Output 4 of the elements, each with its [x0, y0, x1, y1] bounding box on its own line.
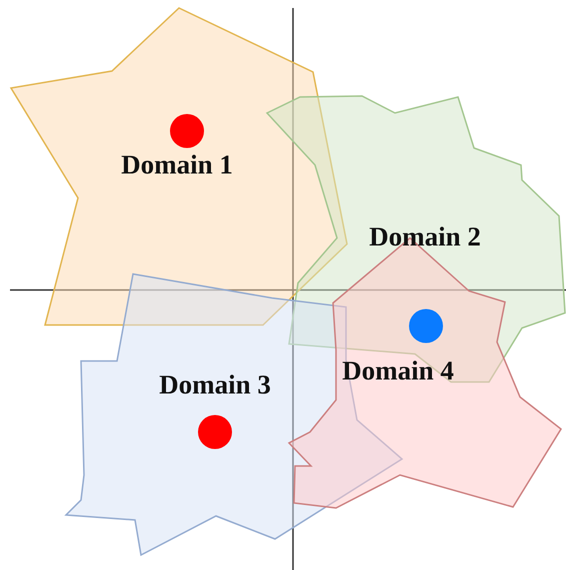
- domain-label: Domain 3: [159, 372, 271, 398]
- domain-label: Domain 1: [121, 152, 233, 178]
- domain-label: Domain 4: [342, 358, 454, 384]
- domain-label: Domain 2: [369, 224, 481, 250]
